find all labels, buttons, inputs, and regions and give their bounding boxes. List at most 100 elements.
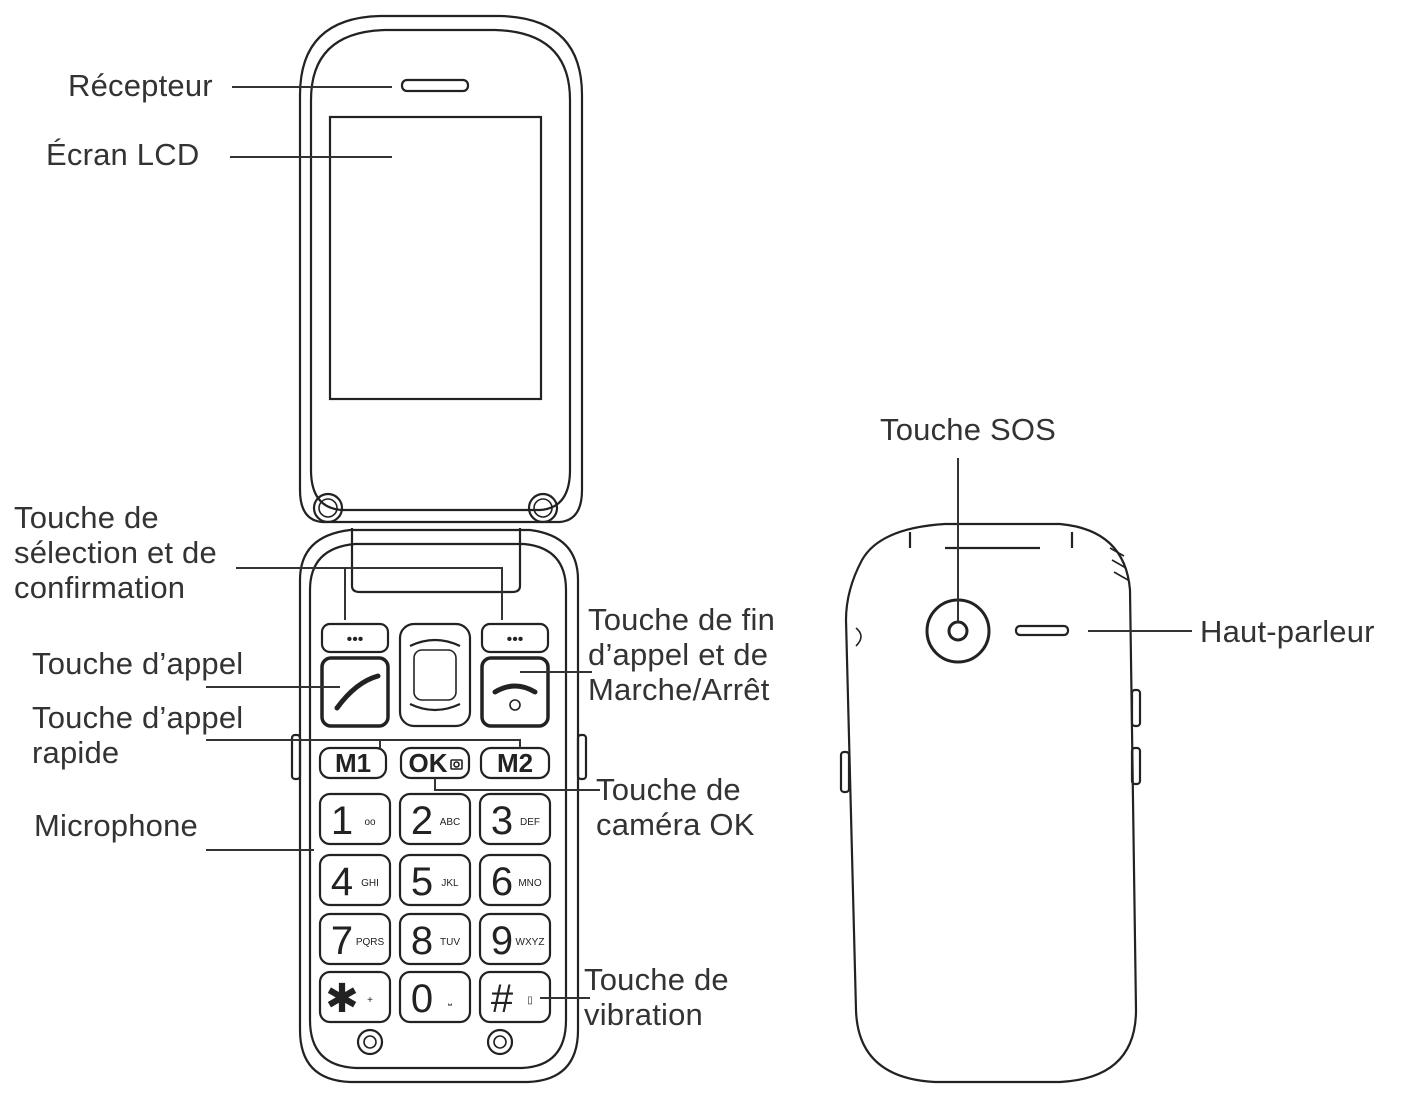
label-ecran-lcd: Écran LCD <box>46 137 200 172</box>
softkey-right <box>480 622 550 654</box>
lanyard-hole <box>855 627 862 647</box>
side-button-left <box>290 733 302 781</box>
softkey-left <box>320 622 390 654</box>
label-touche-sos: Touche SOS <box>880 412 1057 447</box>
key-9-digit: 9 <box>491 919 513 963</box>
label-recepteur: Récepteur <box>68 68 213 103</box>
leader-selection <box>236 567 503 620</box>
label-touche-appel-rapide-line1: Touche d’appel <box>32 700 244 735</box>
label-touche-selection: Touche de sélection et de confirmation <box>14 500 217 605</box>
receiver-slot <box>400 78 470 93</box>
key-5-letters: JKL <box>441 878 459 889</box>
key-11-letters: ⎵ <box>448 995 452 1006</box>
m1-key-label: M1 <box>335 748 371 778</box>
nav-up <box>409 638 461 647</box>
label-touche-fin-appel-line3: Marche/Arrêt <box>588 672 770 707</box>
key-1 <box>318 792 392 846</box>
label-touche-selection-line1: Touche de <box>14 500 159 535</box>
closed-body-inner <box>908 532 1074 548</box>
label-touche-vibration-line1: Touche de <box>584 962 729 997</box>
key-8-digit: 8 <box>411 919 433 963</box>
softkey-left-dots: ••• <box>347 631 364 648</box>
hinge-left <box>312 492 344 524</box>
hinge-right-inner <box>533 498 553 518</box>
upper-lid-inner <box>309 28 572 512</box>
label-touche-appel-rapide-line2: rapide <box>32 735 120 770</box>
lower-body-outer <box>298 528 580 1084</box>
key-12-letters: ▯ <box>527 995 533 1006</box>
key-3-letters: DEF <box>520 817 540 828</box>
key-11 <box>398 970 472 1024</box>
label-touche-camera-line2: caméra OK <box>596 807 755 842</box>
key-5 <box>398 853 472 907</box>
nav-down <box>409 703 461 712</box>
end-call-key <box>480 656 550 728</box>
closed-side-right-a <box>1130 688 1142 728</box>
key-6 <box>478 853 552 907</box>
power-icon <box>509 699 521 711</box>
label-touche-camera-line1: Touche de <box>596 772 741 807</box>
key-2 <box>398 792 472 846</box>
closed-body-outer <box>844 522 1138 1084</box>
key-10 <box>318 970 392 1024</box>
closed-side-right-b <box>1130 746 1142 786</box>
key-12-digit: # <box>491 977 514 1021</box>
lower-body-inner <box>308 542 568 1070</box>
key-6-digit: 6 <box>491 860 513 904</box>
key-9 <box>478 912 552 966</box>
nav-center <box>413 649 457 701</box>
key-3-digit: 3 <box>491 799 513 843</box>
key-5-digit: 5 <box>411 860 433 904</box>
side-button-right <box>576 733 588 781</box>
label-touche-appel: Touche d’appel <box>32 646 244 681</box>
key-10-digit: ✱ <box>325 977 359 1021</box>
hinge-left-inner <box>318 498 338 518</box>
softkey-right-dots: ••• <box>507 631 524 648</box>
m2-key-label: M2 <box>497 748 533 778</box>
label-touche-camera: Touche de caméra OK <box>596 772 755 842</box>
hinge-block <box>350 528 522 594</box>
label-touche-selection-line2: sélection et de <box>14 535 217 570</box>
flip-phone-closed <box>839 522 1142 1084</box>
key-9-letters: WXYZ <box>516 937 545 948</box>
key-2-digit: 2 <box>411 799 433 843</box>
ok-key-label: OK <box>409 748 448 778</box>
screw-left-inner <box>363 1035 377 1049</box>
key-8 <box>398 912 472 966</box>
key-6-letters: MNO <box>518 878 542 889</box>
key-7-letters: PQRS <box>356 937 385 948</box>
sos-button-center <box>947 620 969 642</box>
m1-key <box>318 746 388 780</box>
key-2-letters: ABC <box>440 817 461 828</box>
leader-appel-rapide <box>206 739 521 748</box>
key-7-digit: 7 <box>331 919 353 963</box>
key-11-digit: 0 <box>411 977 433 1021</box>
call-handset-icon <box>334 673 381 711</box>
leader-lines <box>206 86 1192 999</box>
key-1-letters: oo <box>364 817 376 828</box>
leader-camera <box>434 778 600 791</box>
key-1-digit: 1 <box>331 799 353 843</box>
label-touche-fin-appel: Touche de fin d’appel et de Marche/Arrêt <box>588 602 775 707</box>
label-microphone: Microphone <box>34 808 198 843</box>
nav-key <box>398 622 472 728</box>
side-grip <box>1109 547 1129 581</box>
screw-left <box>356 1028 384 1056</box>
end-call-handset-icon <box>492 683 538 695</box>
label-touche-fin-appel-line1: Touche de fin <box>588 602 776 637</box>
label-haut-parleur: Haut-parleur <box>1200 614 1375 649</box>
upper-lid-outer <box>298 14 584 524</box>
label-touche-vibration-line2: vibration <box>584 997 703 1032</box>
key-4-digit: 4 <box>331 860 353 904</box>
screw-right-inner <box>493 1035 507 1049</box>
camera-icon <box>450 759 463 770</box>
key-3 <box>478 792 552 846</box>
key-4 <box>318 853 392 907</box>
m2-key <box>479 746 551 780</box>
hinge-right <box>527 492 559 524</box>
label-touche-vibration: Touche de vibration <box>584 962 729 1032</box>
label-touche-fin-appel-line2: d’appel et de <box>588 637 769 672</box>
